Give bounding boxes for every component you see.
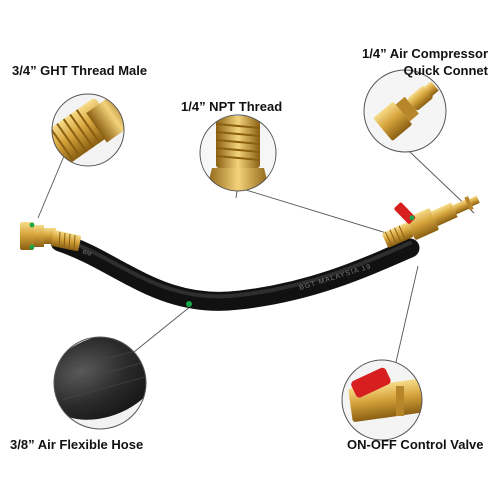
valve-fitting: [382, 195, 480, 248]
quick-connect-magnifier: [363, 69, 447, 153]
hose-body: BGT MALAYSIA 19 BM: [50, 232, 420, 311]
valve-magnifier: [341, 359, 423, 441]
marker-dot: [186, 301, 192, 307]
leader-line-ght: [37, 155, 65, 219]
ght-thread-label: 3/4” GHT Thread Male: [12, 63, 148, 78]
leader-line-npt: [235, 190, 238, 199]
ght-fitting: [20, 222, 82, 252]
quick-connect-label-line2: Quick Connet: [403, 63, 488, 78]
valve-label: ON-OFF Control Valve: [347, 437, 484, 452]
svg-text:BM: BM: [81, 249, 92, 258]
quick-connect-label: 1/4” Air Compressor Quick Connet: [340, 45, 488, 79]
ght-thread-magnifier: [51, 93, 125, 167]
hose-label: 3/8” Air Flexible Hose: [10, 437, 144, 452]
npt-thread-magnifier: [199, 114, 277, 192]
hose-magnifier: [53, 336, 147, 430]
quick-connect-label-line1: 1/4” Air Compressor: [362, 46, 488, 61]
leader-line-valve: [395, 265, 419, 363]
npt-thread-label: 1/4” NPT Thread: [181, 99, 283, 114]
leader-line-hose: [133, 305, 192, 353]
